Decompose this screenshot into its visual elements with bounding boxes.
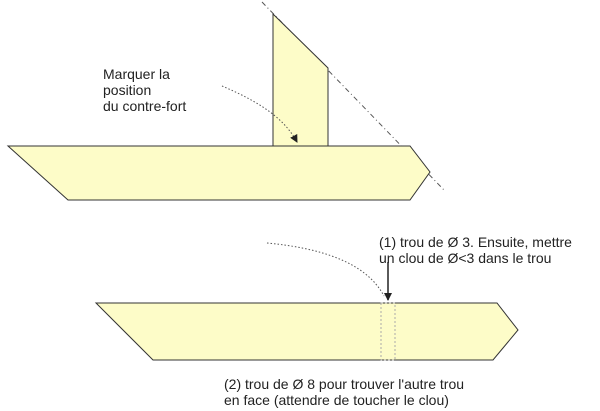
buttress-piece — [272, 12, 329, 147]
hole-2-line-1: (2) trou de Ø 8 pour trouver l'autre tro… — [224, 376, 465, 392]
bottom-board — [94, 302, 519, 361]
top-board — [6, 145, 431, 201]
hole-2-label: (2) trou de Ø 8 pour trouver l'autre tro… — [224, 376, 464, 408]
mark-position-line-2: position — [103, 82, 152, 98]
drill-hole-channel — [380, 302, 396, 361]
mark-position-label: Marquer la position du contre-fort — [103, 66, 186, 114]
mark-position-line-1: Marquer la — [103, 66, 170, 82]
hole-2-line-2: en face (attendre de toucher le clou) — [224, 392, 449, 408]
mark-position-line-3: du contre-fort — [103, 98, 187, 114]
hole-1-label: (1) trou de Ø 3. Ensuite, mettre un clou… — [379, 234, 572, 266]
hole-1-line-1: (1) trou de Ø 3. Ensuite, mettre — [379, 234, 572, 250]
hole-1-line-2: un clou de Ø<3 dans le trou — [379, 250, 552, 266]
hole-drill-arrow — [266, 242, 385, 297]
